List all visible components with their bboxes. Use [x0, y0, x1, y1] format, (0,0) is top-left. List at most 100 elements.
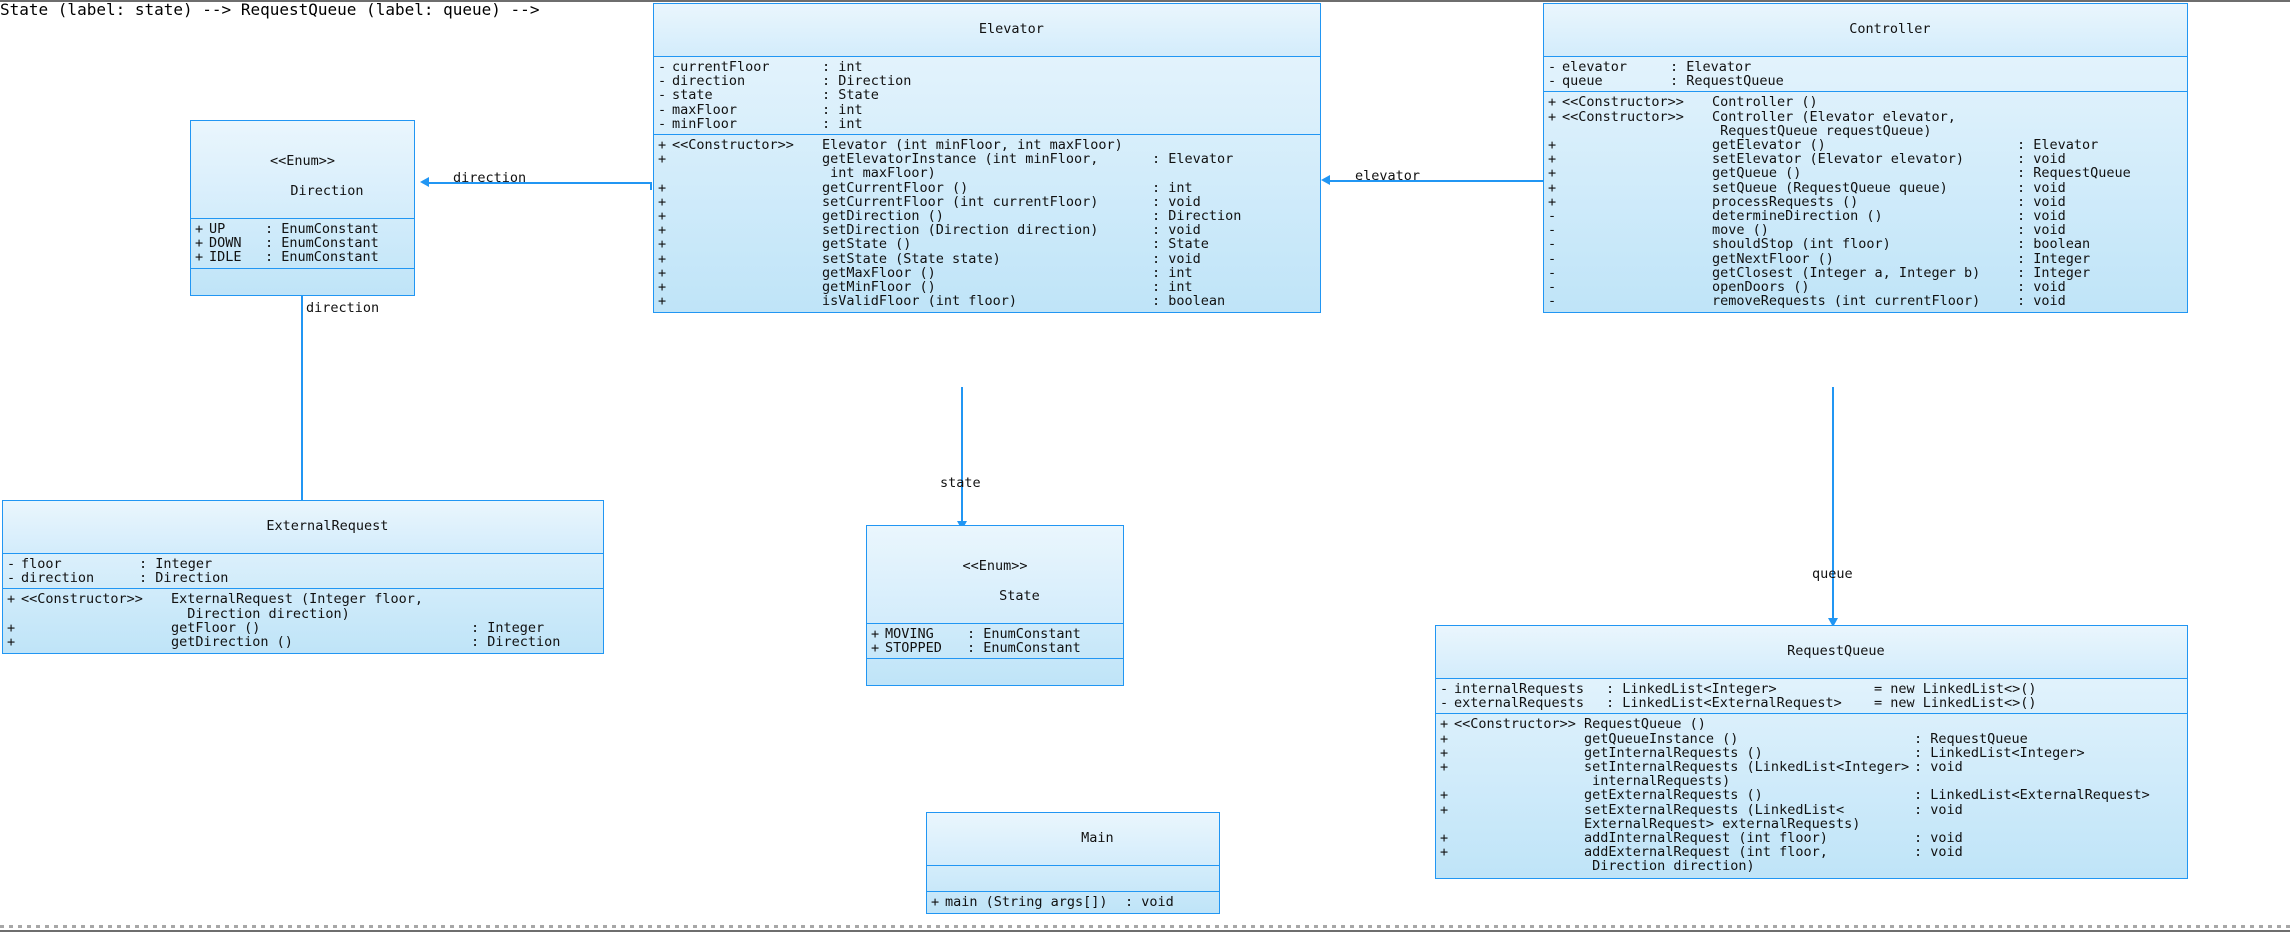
operation-signature: RequestQueue (): [1584, 716, 1706, 733]
class-box-controller[interactable]: Controller - elevator : Elevator - queue…: [1543, 3, 2188, 314]
operation-return: : int: [1152, 179, 1193, 196]
class-box-elevator[interactable]: Elevator - currentFloor : int - directio…: [653, 3, 1321, 314]
visibility: +: [871, 626, 880, 642]
class-box-main[interactable]: Main + main (String args[]) : void: [926, 812, 1220, 915]
operation-signature: getElevatorInstance (int minFloor,: [822, 151, 1099, 168]
class-box-request-queue[interactable]: RequestQueue - internalRequests : Linked…: [1435, 625, 2188, 879]
operation-return: : Integer: [2017, 264, 2091, 281]
operation-row: + getFloor () : Integer: [7, 621, 601, 635]
class-title-controller: Controller: [1544, 4, 2187, 57]
visibility: +: [195, 249, 204, 266]
visibility: +: [658, 137, 667, 154]
attribute-name: DOWN: [209, 235, 242, 252]
visibility: -: [1548, 279, 1557, 296]
operation-row: + isValidFloor (int floor) : boolean: [658, 294, 1318, 308]
attribute-row: - externalRequests : LinkedList<External…: [1440, 696, 2185, 710]
class-operations-elevator: + <<Constructor>> Elevator (int minFloor…: [654, 135, 1320, 312]
operation-signature: setElevator (Elevator elevator): [1712, 151, 1964, 168]
operation-row: ExternalRequest> externalRequests): [1440, 817, 2185, 831]
visibility: +: [1548, 151, 1557, 168]
operation-row: + getDirection () : Direction: [658, 209, 1318, 223]
class-name-external-request: ExternalRequest: [266, 518, 389, 534]
attribute-row: + STOPPED : EnumConstant: [871, 641, 1121, 655]
attribute-type: : Elevator: [1670, 59, 1752, 75]
operation-row: - getNextFloor () : Integer: [1548, 251, 2185, 266]
edge-label-direction-elevator: direction: [453, 170, 527, 186]
attribute-type: : int: [822, 115, 863, 132]
operation-stereotype: <<Constructor>>: [21, 591, 143, 608]
operation-row: - determineDirection () : void: [1548, 209, 2185, 223]
visibility: +: [658, 279, 667, 296]
attribute-row: - direction : Direction: [658, 74, 1318, 88]
class-box-external-request[interactable]: ExternalRequest - floor : Integer - dire…: [2, 500, 604, 655]
operation-signature: setQueue (RequestQueue queue): [1712, 179, 1948, 196]
diagram-dashed-separator: [0, 925, 2290, 928]
class-operations-controller: + <<Constructor>> Controller () + <<Cons…: [1544, 92, 2187, 312]
attribute-type: : EnumConstant: [967, 626, 1081, 642]
visibility: -: [7, 556, 16, 572]
attribute-name: queue: [1562, 73, 1603, 90]
operation-signature: int maxFloor): [822, 165, 936, 182]
operation-stereotype: <<Constructor>>: [672, 137, 794, 154]
operation-signature: addExternalRequest (int floor,: [1584, 844, 1828, 861]
class-stereotype-state: <<Enum>>: [962, 558, 1028, 574]
attribute-row: + UP : EnumConstant: [195, 222, 412, 236]
attribute-row: + MOVING : EnumConstant: [871, 627, 1121, 641]
operation-return: : boolean: [1152, 293, 1226, 310]
attribute-row: - internalRequests : LinkedList<Integer>…: [1440, 682, 2185, 696]
attribute-name: externalRequests: [1454, 695, 1585, 712]
operation-signature: main (String args[]): [945, 894, 1108, 910]
visibility: +: [658, 264, 667, 281]
attribute-row: + DOWN : EnumConstant: [195, 236, 412, 250]
operation-return: : Integer: [471, 619, 545, 636]
attribute-type: : EnumConstant: [265, 235, 379, 252]
visibility: +: [7, 591, 16, 608]
operation-signature: openDoors (): [1712, 279, 1810, 296]
operation-row: + <<Constructor>> Controller (): [1548, 95, 2185, 109]
operation-signature: setExternalRequests (LinkedList<: [1584, 801, 1845, 818]
operation-return: : Direction: [1152, 208, 1242, 225]
attribute-name: IDLE: [209, 249, 242, 266]
operation-row: Direction direction): [1440, 859, 2185, 873]
operation-return: : void: [2017, 293, 2066, 310]
operation-row: + getExternalRequests () : LinkedList<Ex…: [1440, 788, 2185, 802]
operation-row: + setState (State state) : void: [658, 250, 1318, 267]
visibility: -: [658, 73, 667, 90]
operation-return: : void: [2017, 151, 2066, 168]
operation-row: + getQueueInstance () : RequestQueue: [1440, 730, 2185, 747]
attribute-row: - queue : RequestQueue: [1548, 74, 2185, 88]
operation-signature: addInternalRequest (int floor): [1584, 830, 1828, 847]
operation-return: : int: [1152, 279, 1193, 296]
attribute-row: - floor : Integer: [7, 557, 601, 571]
attribute-name: maxFloor: [672, 101, 738, 118]
operation-return: : void: [1152, 222, 1201, 239]
operation-return: : RequestQueue: [2017, 165, 2131, 182]
visibility: +: [1440, 716, 1449, 733]
visibility: +: [658, 250, 667, 267]
operation-signature: Elevator (int minFloor, int maxFloor): [822, 137, 1123, 154]
attribute-type: : int: [822, 101, 863, 118]
class-box-state[interactable]: <<Enum>> State + MOVING : EnumConstant +…: [866, 525, 1124, 687]
operation-signature: isValidFloor (int floor): [822, 293, 1018, 310]
visibility: +: [1440, 730, 1449, 747]
attribute-row: + IDLE : EnumConstant: [195, 250, 412, 264]
operation-row: + setDirection (Direction direction) : v…: [658, 223, 1318, 237]
edge-label-direction-external: direction: [306, 300, 380, 316]
operation-signature: Controller (Elevator elevator,: [1712, 108, 1956, 125]
class-name-request-queue: RequestQueue: [1787, 643, 1885, 659]
class-box-direction[interactable]: <<Enum>> Direction + UP : EnumConstant +…: [190, 120, 415, 296]
operation-signature: internalRequests): [1584, 773, 1731, 790]
operation-signature: processRequests (): [1712, 193, 1859, 210]
attribute-row: - direction : Direction: [7, 571, 601, 585]
class-title-main: Main: [927, 813, 1219, 866]
operation-signature: ExternalRequest> externalRequests): [1584, 815, 1861, 832]
operation-signature: getQueue (): [1712, 165, 1802, 182]
operation-row: + getInternalRequests () : LinkedList<In…: [1440, 746, 2185, 760]
visibility: -: [1548, 208, 1557, 225]
operation-stereotype: <<Constructor>>: [1562, 94, 1684, 111]
visibility: -: [658, 87, 667, 104]
operation-stereotype: <<Constructor>>: [1562, 108, 1684, 125]
attribute-type: : EnumConstant: [265, 249, 379, 266]
operation-return: : void: [1152, 193, 1201, 210]
operation-signature: setInternalRequests (LinkedList<Integer>: [1584, 759, 1910, 776]
